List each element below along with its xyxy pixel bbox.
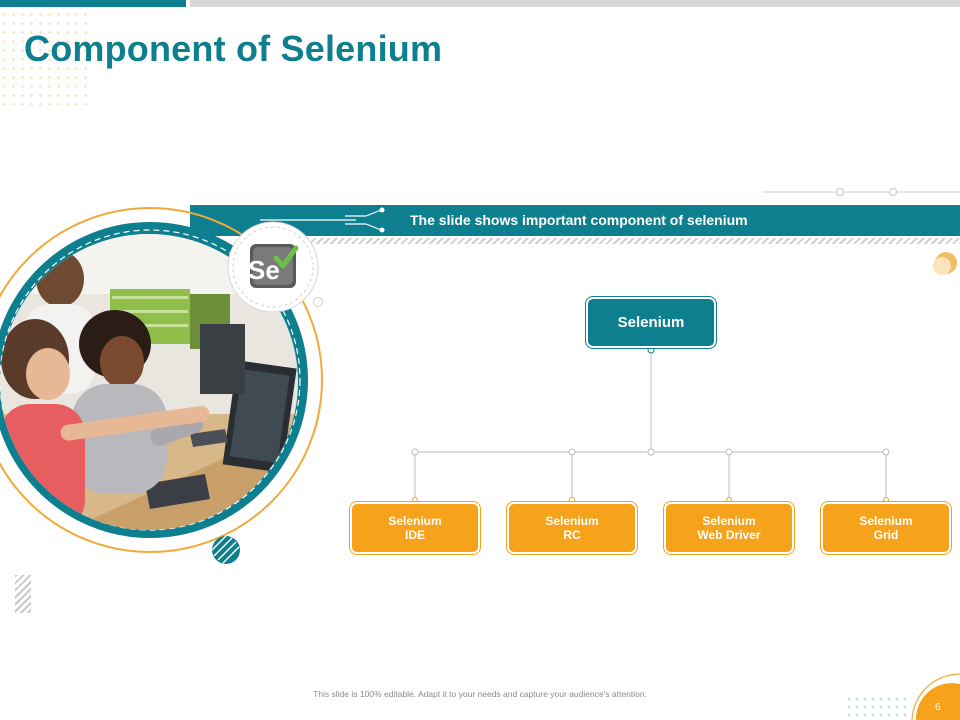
node-selenium-root: Selenium [588, 299, 714, 346]
node-selenium-grid: Selenium Grid [823, 504, 949, 552]
decorative-dots-bottom-right [845, 695, 910, 717]
tree-connectors [411, 346, 890, 503]
banner-text: The slide shows important component of s… [410, 212, 748, 228]
node-selenium-web-driver: Selenium Web Driver [666, 504, 792, 552]
page-number: 6 [935, 702, 941, 713]
node-selenium-rc: Selenium RC [509, 504, 635, 552]
slide-title: Component of Selenium [24, 28, 443, 69]
decorative-hatch-left [15, 575, 31, 613]
decorative-dots-top-left [0, 10, 90, 105]
selenium-logo-icon: Se [248, 255, 280, 285]
logo-badge [227, 221, 319, 313]
top-grey-bar [190, 0, 960, 7]
node-selenium-ide: Selenium IDE [352, 504, 478, 552]
top-accent-bar [0, 0, 186, 7]
banner-hatch-decoration [300, 238, 960, 244]
footer-note: This slide is 100% editable. Adapt it to… [313, 689, 647, 699]
